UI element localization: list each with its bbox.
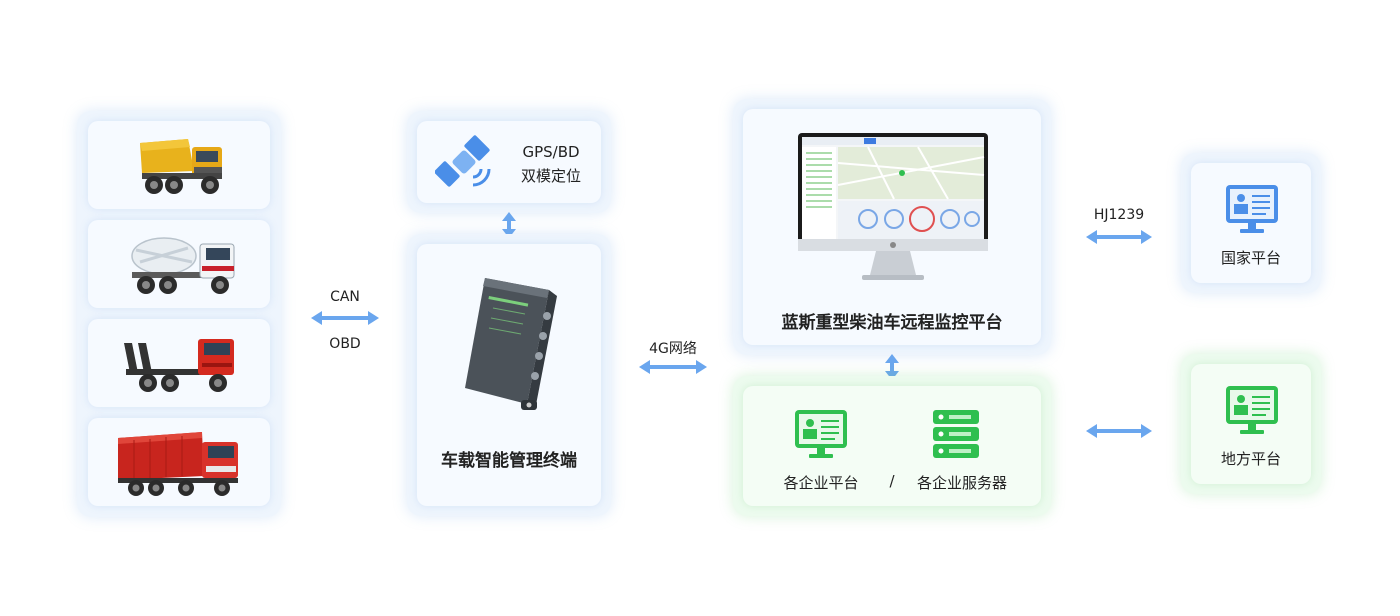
terminal-label: 车载智能管理终端	[441, 451, 577, 471]
arrow-can-obd	[311, 311, 379, 325]
vehicle-card-flatbed-truck	[88, 319, 270, 407]
local-card: 地方平台	[1191, 364, 1311, 484]
enterprise-card: 各企业平台 / 各企业服务器	[743, 386, 1041, 506]
enterprise-panel: 各企业平台 / 各企业服务器	[733, 376, 1051, 516]
local-label: 地方平台	[1220, 450, 1281, 468]
edge-label-obd: OBD	[329, 336, 361, 352]
mixer-truck-icon	[131, 237, 235, 294]
platform-panel: 蓝斯重型柴油车远程监控平台	[733, 99, 1051, 355]
national-card: 国家平台	[1191, 163, 1311, 283]
arrow-4g	[639, 360, 707, 374]
monitor-icon	[798, 133, 988, 280]
national-screen-icon	[1226, 185, 1278, 233]
flatbed-truck-icon	[124, 339, 234, 392]
platform-screen-icon	[795, 410, 847, 458]
server-icon	[933, 410, 979, 458]
gps-sublabel: 双模定位	[520, 167, 581, 185]
edge-label-hj1239: HJ1239	[1093, 207, 1145, 223]
gps-panel: GPS/BD 双模定位	[407, 111, 611, 213]
local-screen-icon	[1226, 386, 1278, 434]
enterprise-separator: /	[889, 472, 895, 490]
gps-label: GPS/BD	[522, 143, 580, 161]
enterprise-server-label: 各企业服务器	[916, 474, 1007, 492]
platform-card: 蓝斯重型柴油车远程监控平台	[743, 109, 1041, 345]
cargo-truck-icon	[118, 432, 238, 496]
arrow-platform-enterprise	[885, 354, 899, 380]
edge-label-4g: 4G网络	[649, 341, 697, 357]
satellite-icon	[435, 135, 491, 187]
edge-label-can: CAN	[330, 289, 360, 305]
vehicle-card-dump-truck	[88, 121, 270, 209]
gps-card: GPS/BD 双模定位	[417, 121, 601, 203]
vehicle-card-mixer-truck	[88, 220, 270, 308]
arrow-hj1239	[1086, 230, 1152, 244]
terminal-panel: 车载智能管理终端	[407, 234, 611, 516]
vehicles-panel	[77, 111, 281, 517]
dump-truck-icon	[140, 139, 222, 194]
enterprise-platform-label: 各企业平台	[783, 474, 859, 492]
terminal-device-icon	[465, 278, 557, 410]
arrow-gps-terminal	[502, 212, 516, 238]
terminal-card: 车载智能管理终端	[417, 244, 601, 506]
national-panel: 国家平台	[1181, 153, 1321, 293]
vehicle-card-cargo-truck	[88, 418, 270, 506]
national-label: 国家平台	[1220, 249, 1281, 267]
arrow-local-platform	[1086, 424, 1152, 438]
platform-label: 蓝斯重型柴油车远程监控平台	[781, 313, 1003, 333]
local-panel: 地方平台	[1181, 354, 1321, 494]
